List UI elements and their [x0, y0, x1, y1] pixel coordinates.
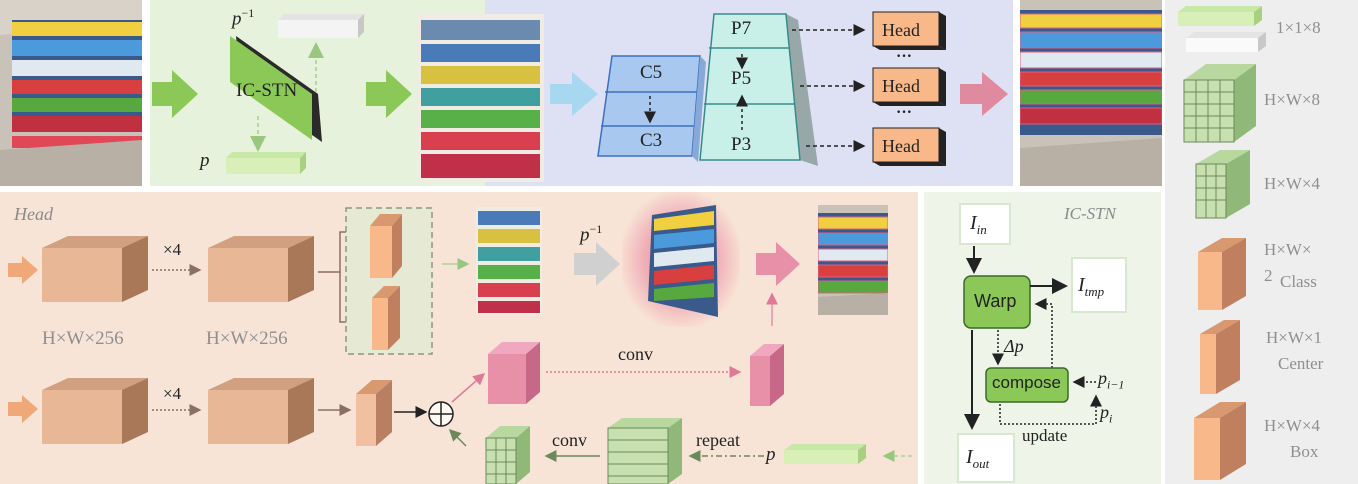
head-input-arrow-1	[8, 256, 38, 284]
legend-label-hw2: H×W×	[1264, 240, 1312, 259]
legend-label-hw8: H×W×8	[1264, 90, 1320, 109]
feature-block-1a	[42, 236, 148, 302]
ic-stn-label: IC-STN	[236, 80, 298, 101]
grid-block-8ch	[607, 418, 682, 484]
conv-label-top: conv	[618, 344, 653, 364]
p-label: p	[200, 150, 210, 171]
head-box-3	[872, 127, 946, 166]
times4-label-b: ×4	[163, 384, 182, 403]
p-inverse-bar	[278, 14, 364, 38]
feature-block-2b	[208, 378, 314, 444]
legend-box-block	[1194, 402, 1246, 480]
head-box-1	[872, 11, 946, 50]
i-out-label: Iout	[966, 446, 990, 471]
warp-label: Warp	[974, 291, 1017, 311]
legend-bar-green	[1178, 6, 1262, 26]
pink-arrow-head	[756, 242, 800, 286]
ellipsis-2: ···	[896, 104, 913, 121]
legend-grid-4ch	[1195, 150, 1250, 219]
legend-label-1x1x8: 1×1×8	[1276, 18, 1321, 37]
i-tmp-label: Itmp	[1078, 274, 1105, 299]
output-image-top	[1020, 0, 1162, 186]
pink-block-left	[488, 342, 540, 404]
update-label: update	[1022, 426, 1068, 445]
warped-image	[642, 205, 722, 317]
backbone-c-block	[597, 55, 706, 162]
p-bar	[226, 152, 306, 174]
p-i-label: pi	[1100, 402, 1113, 426]
input-image	[0, 0, 142, 186]
legend-label-center: Center	[1278, 354, 1324, 373]
feature-block-1b	[208, 236, 314, 302]
p-prev-label: pi−1	[1098, 368, 1125, 392]
pink-block-right	[750, 344, 784, 406]
feature-block-2a	[42, 378, 148, 444]
grid-block-4ch	[485, 426, 530, 484]
center-map-block	[372, 286, 400, 350]
rectified-image-top	[417, 14, 544, 182]
p-inverse-label: p−1	[232, 6, 255, 30]
compose-label: compose	[992, 373, 1061, 392]
fpn-label-c3: C3	[640, 130, 663, 151]
legend-label-hw1: H×W×1	[1266, 328, 1322, 347]
legend-center-block	[1200, 320, 1240, 394]
i-in-label: Iin	[970, 212, 987, 237]
legend-label-box: Box	[1290, 442, 1319, 461]
i-tmp-box	[1071, 257, 1127, 313]
delta-p-label: Δp	[1004, 336, 1024, 356]
head-input-arrow-2	[8, 395, 38, 423]
green-arrow-1	[152, 70, 198, 118]
dim-label-a: H×W×256	[42, 328, 124, 349]
head-panel-title: Head	[14, 204, 53, 224]
legend-bar-white	[1186, 32, 1266, 52]
legend-label-class: Class	[1280, 272, 1317, 291]
i-out-box	[957, 433, 1015, 483]
box-feature-block	[356, 380, 392, 446]
blue-arrow	[550, 72, 598, 116]
output-image-head	[818, 205, 888, 315]
fpn-label-p7: P7	[731, 18, 752, 39]
head-label-1: Head	[882, 20, 920, 40]
icstn-panel-title: IC-STN	[1064, 204, 1116, 223]
dim-label-b: H×W×256	[206, 328, 288, 349]
fpn-label-p5: P5	[731, 68, 752, 89]
ic-stn-block	[230, 36, 322, 142]
green-arrow-2	[366, 70, 412, 118]
pink-arrow-top	[960, 72, 1008, 116]
p-inverse-label-head: p−1	[580, 222, 603, 246]
head-label-2: Head	[882, 76, 920, 96]
times4-label-a: ×4	[163, 240, 182, 259]
legend-label-2: 2	[1264, 266, 1273, 285]
p-bar-head	[784, 444, 866, 464]
p-label-head: p	[766, 444, 776, 465]
head-label-3: Head	[882, 136, 920, 156]
legend-class-block	[1198, 238, 1246, 310]
class-map-block	[370, 214, 402, 278]
legend-label-hw4: H×W×4	[1264, 174, 1320, 193]
ellipsis-1: ···	[896, 48, 913, 65]
fpn-label-p3: P3	[731, 134, 752, 155]
legend-grid-8ch	[1183, 64, 1256, 143]
fpn-label-c5: C5	[640, 62, 663, 83]
i-in-box	[959, 203, 1011, 245]
rectified-image-head	[476, 207, 542, 315]
head-box-2	[872, 67, 946, 106]
warp-box	[963, 275, 1031, 329]
gray-arrow	[574, 242, 620, 286]
fpn-pyramid	[699, 13, 818, 166]
repeat-label: repeat	[696, 430, 740, 450]
legend-label-hw4-box: H×W×4	[1264, 416, 1320, 435]
compose-box	[985, 367, 1069, 403]
conv-label-bottom: conv	[552, 430, 587, 450]
